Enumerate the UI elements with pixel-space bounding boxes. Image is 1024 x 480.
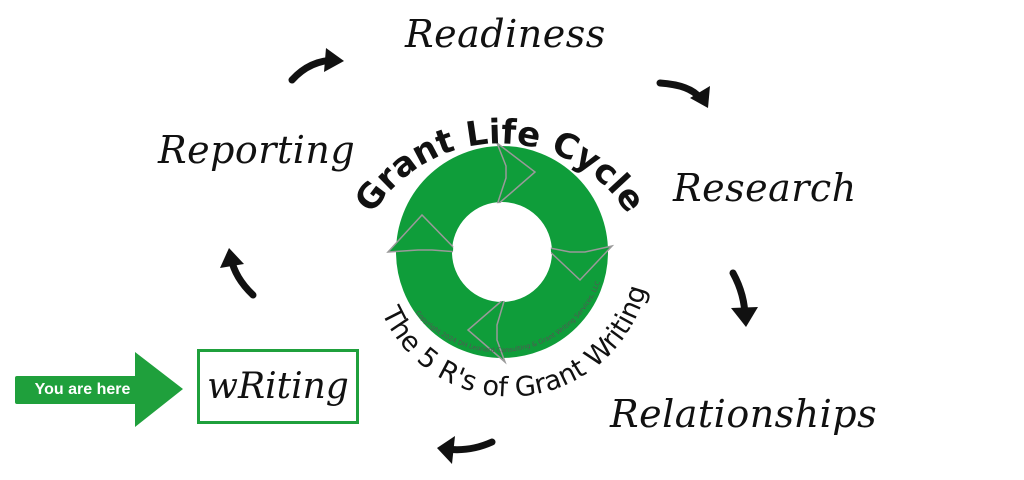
stage-label-reporting: Reporting <box>158 128 356 172</box>
curved-arrow-icon <box>220 248 257 299</box>
stage-label-relationships: Relationships <box>610 392 878 436</box>
curved-arrow-icon <box>656 79 710 108</box>
cycle-arrow-top <box>495 140 537 208</box>
circular-arrows-icon <box>386 140 615 365</box>
cycle-arrow-bottom <box>466 295 507 365</box>
you-are-here-arrow <box>15 352 183 427</box>
curved-arrow-icon <box>288 48 344 84</box>
cycle-center <box>453 203 551 301</box>
you-are-here-label: You are here <box>34 381 131 398</box>
stage-label-research: Research <box>673 166 857 210</box>
current-stage-box: wRiting <box>197 349 359 424</box>
curved-arrow-icon <box>437 436 496 464</box>
curved-arrow-icon <box>729 269 758 327</box>
stage-label-readiness: Readiness <box>405 12 606 56</box>
cycle-arrow-right <box>542 244 615 282</box>
cycle-arrow-left <box>386 213 460 253</box>
stage-label-writing: wRiting <box>207 366 349 407</box>
